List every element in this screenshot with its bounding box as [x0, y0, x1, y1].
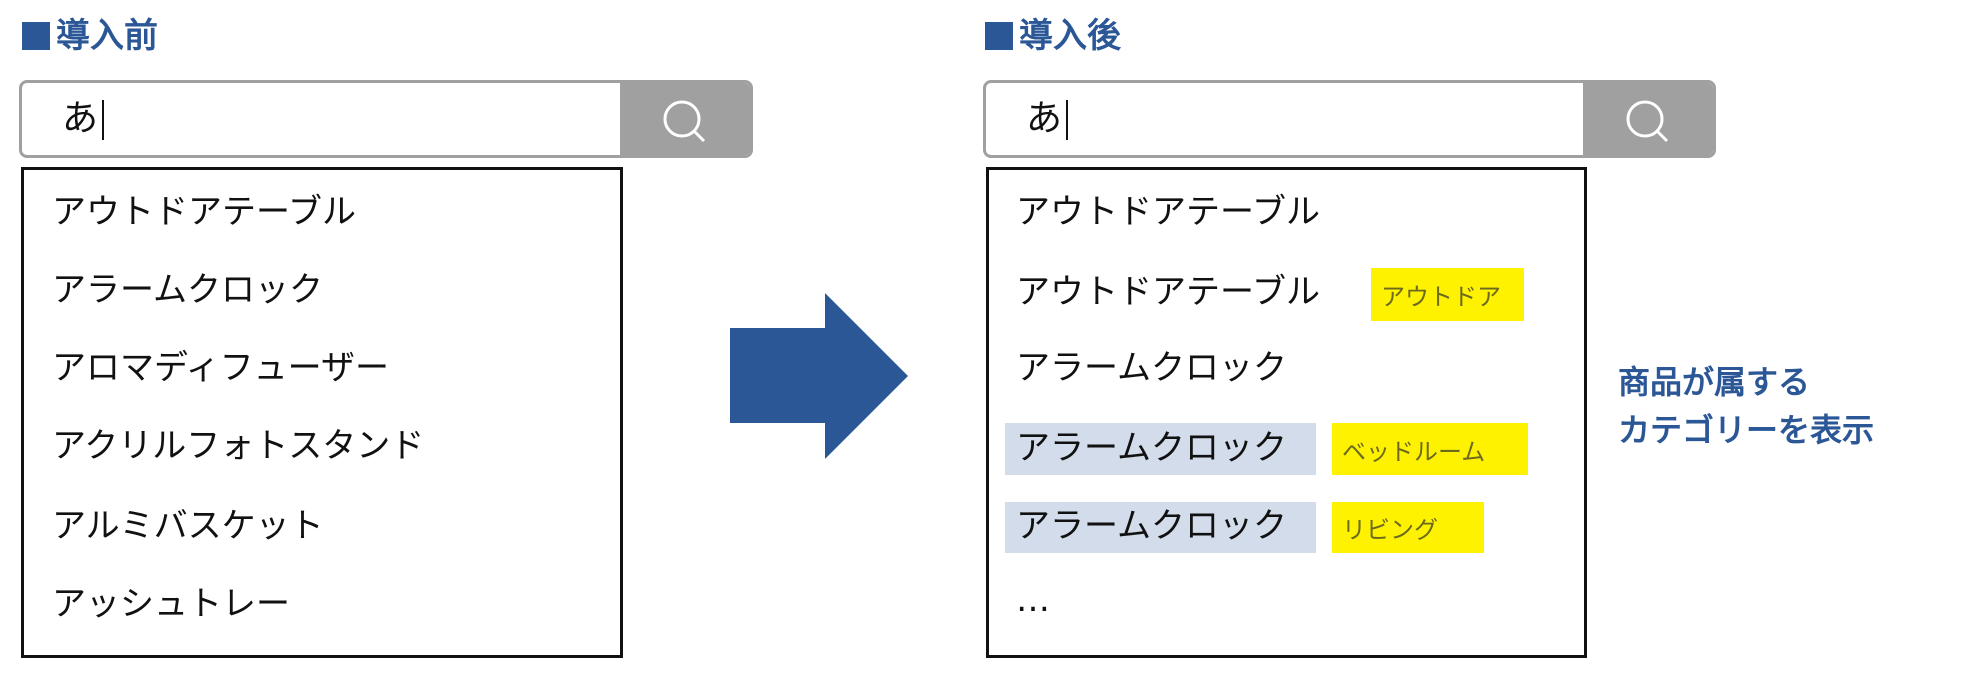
suggestion-item[interactable]: アクリルフォトスタンド: [52, 426, 425, 466]
category-tag: ベッドルーム: [1332, 423, 1528, 475]
suggestion-item[interactable]: アラームクロック: [1016, 348, 1287, 388]
category-tag: リビング: [1332, 502, 1484, 553]
note-line: カテゴリーを表示: [1618, 411, 1875, 449]
before-search-box[interactable]: あ: [19, 80, 753, 158]
before-suggestion-list: [21, 167, 623, 658]
before-search-input[interactable]: あ: [62, 97, 105, 141]
after-heading: 導入後: [985, 16, 1121, 56]
before-heading: 導入前: [22, 16, 158, 56]
suggestion-item[interactable]: アラームクロック: [1016, 428, 1287, 468]
right-arrow-icon: [730, 293, 908, 459]
suggestion-item[interactable]: アロマディフューザー: [52, 348, 389, 388]
search-icon: [1626, 100, 1669, 143]
before-title: 導入前: [56, 16, 158, 56]
suggestion-item[interactable]: アウトドアテーブル: [1016, 192, 1320, 232]
suggestion-item[interactable]: アラームクロック: [52, 270, 323, 310]
text-caret: [1066, 100, 1069, 140]
search-icon: [663, 100, 706, 143]
note-line: 商品が属する: [1618, 363, 1811, 401]
after-search-input[interactable]: あ: [1026, 97, 1069, 141]
after-title: 導入後: [1019, 16, 1121, 56]
text-caret: [102, 100, 105, 140]
after-suggestion-list: [986, 167, 1587, 658]
search-query: あ: [1026, 98, 1063, 139]
after-search-box[interactable]: あ: [983, 80, 1716, 158]
search-query: あ: [62, 98, 99, 139]
suggestion-item[interactable]: アラームクロック: [1016, 506, 1287, 546]
suggestion-item[interactable]: アウトドアテーブル: [52, 192, 356, 232]
after-search-button[interactable]: [1583, 83, 1713, 155]
category-tag: アウトドア: [1371, 268, 1524, 321]
row-highlight: [1005, 502, 1316, 553]
suggestion-item[interactable]: アッシュトレー: [52, 584, 290, 624]
suggestion-item[interactable]: アルミバスケット: [52, 506, 324, 546]
square-bullet-icon: [22, 22, 50, 50]
row-highlight: [1005, 423, 1316, 475]
suggestion-item[interactable]: アウトドアテーブル: [1016, 272, 1320, 312]
square-bullet-icon: [985, 22, 1013, 50]
category-note: 商品が属する カテゴリーを表示: [1618, 358, 1874, 454]
before-search-button[interactable]: [620, 83, 750, 155]
more-ellipsis: …: [1016, 580, 1050, 620]
